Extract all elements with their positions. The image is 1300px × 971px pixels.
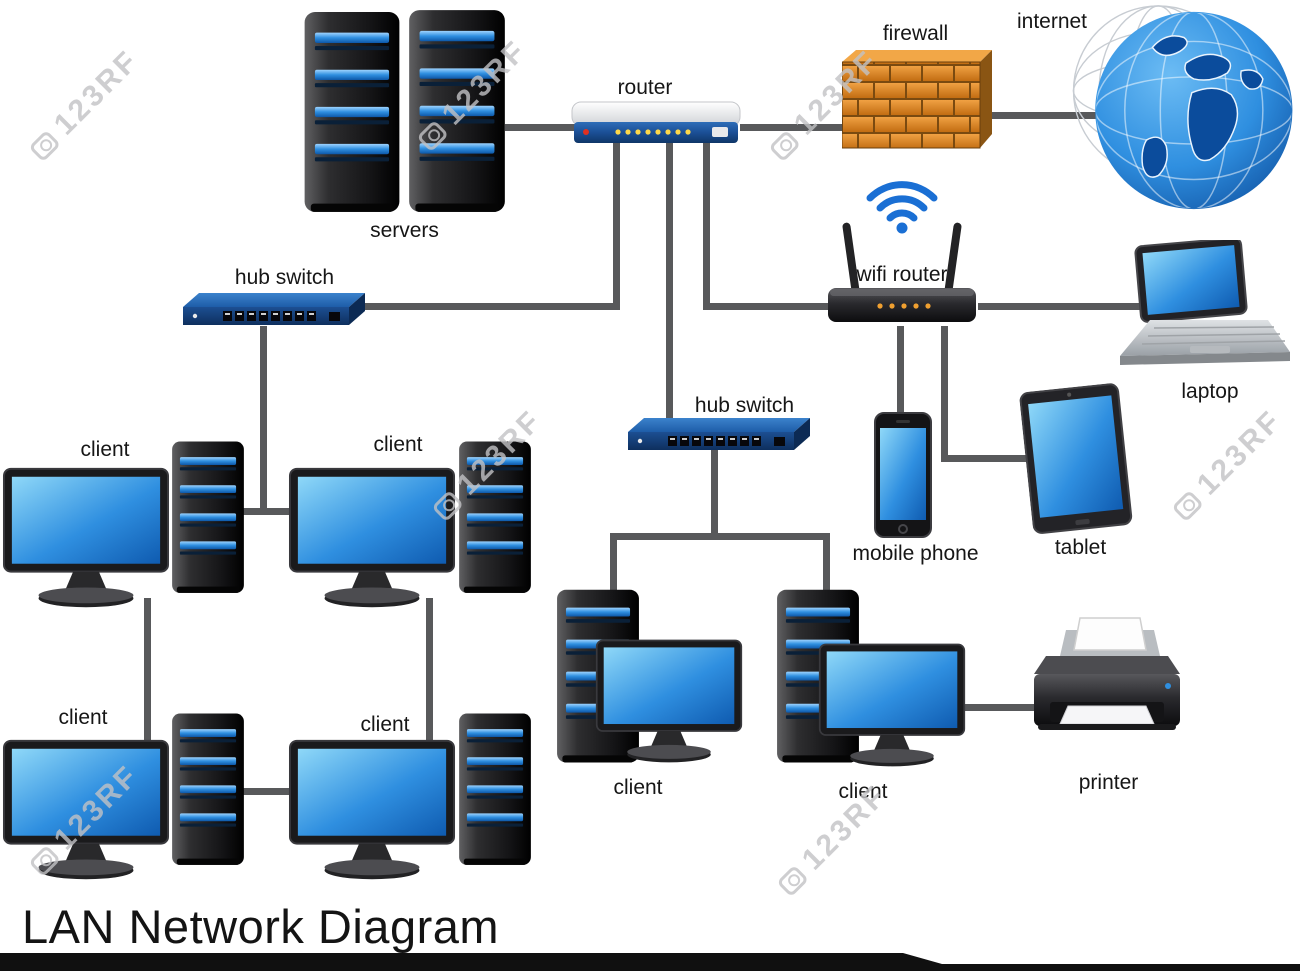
connection-line [945, 455, 1037, 462]
mobile-phone-label: mobile phone [852, 542, 979, 565]
client-label: client [373, 433, 423, 456]
connection-line [610, 533, 830, 540]
client-monitor-icon [288, 739, 456, 881]
connection-line [426, 598, 433, 746]
tablet-icon [1019, 383, 1133, 534]
client-monitor-icon [2, 739, 170, 881]
connection-line [242, 508, 300, 515]
router-label: router [617, 76, 673, 99]
printer-icon [1034, 617, 1180, 730]
camera-icon [28, 129, 61, 162]
connection-line [703, 142, 710, 310]
hub-switch-left-label: hub switch [234, 266, 335, 289]
hub-switch-center-icon [628, 418, 810, 450]
watermark-text: 123RF [1190, 403, 1289, 502]
client-tower-icon [172, 441, 244, 593]
connection-line [941, 326, 948, 462]
diagram-title: LAN Network Diagram [22, 900, 500, 953]
servers-label: servers [370, 219, 439, 242]
connection-line [978, 303, 1140, 310]
connection-line [740, 124, 845, 131]
printer-label: printer [1078, 771, 1139, 794]
connection-line [666, 142, 673, 424]
connection-line [242, 788, 300, 795]
camera-icon [768, 129, 801, 162]
connection-line [823, 533, 830, 593]
connection-line [610, 533, 617, 593]
hub-switch-center-label: hub switch [694, 394, 795, 417]
server-tower-icon [304, 12, 400, 212]
wifi-router-label: wifi router [856, 263, 948, 286]
client-monitor-icon [288, 467, 456, 609]
connection-line [897, 326, 904, 416]
internet-label: internet [1016, 10, 1088, 33]
client-tower-icon [459, 713, 531, 865]
client-monitor-icon [2, 467, 170, 609]
laptop-label: laptop [1181, 380, 1239, 403]
client-label: client [58, 706, 108, 729]
laptop-icon [1120, 240, 1290, 365]
server-tower-icon [409, 10, 505, 212]
mobile-phone-icon [874, 412, 932, 538]
firewall-label: firewall [882, 22, 949, 45]
client-label: client [80, 438, 130, 461]
watermark: 123RF [1150, 387, 1300, 544]
connection-line [505, 124, 575, 131]
watermark-text: 123RF [47, 43, 146, 142]
client-monitor-icon [818, 643, 966, 768]
camera-icon [776, 864, 809, 897]
connection-line [711, 450, 718, 540]
client-label: client [360, 713, 410, 736]
title-banner [0, 953, 1300, 971]
connection-line [948, 704, 1036, 711]
tablet-label: tablet [1054, 536, 1107, 559]
connection-line [988, 112, 1103, 119]
client-tower-icon [459, 441, 531, 593]
client-tower-icon [172, 713, 244, 865]
wifi-router-icon [828, 181, 976, 322]
internet-globe-icon [1072, 5, 1293, 210]
router-icon [571, 101, 741, 143]
client-label: client [613, 776, 663, 799]
connection-line [613, 142, 620, 310]
hub-switch-left-icon [183, 293, 365, 325]
firewall-icon [842, 50, 992, 149]
connection-line [260, 326, 267, 511]
connection-line [144, 598, 151, 746]
client-label: client [838, 780, 888, 803]
connection-line [708, 303, 828, 310]
client-monitor-icon [595, 639, 743, 764]
watermark: 123RF [7, 27, 164, 184]
connection-line [360, 303, 618, 310]
camera-icon [1171, 489, 1204, 522]
